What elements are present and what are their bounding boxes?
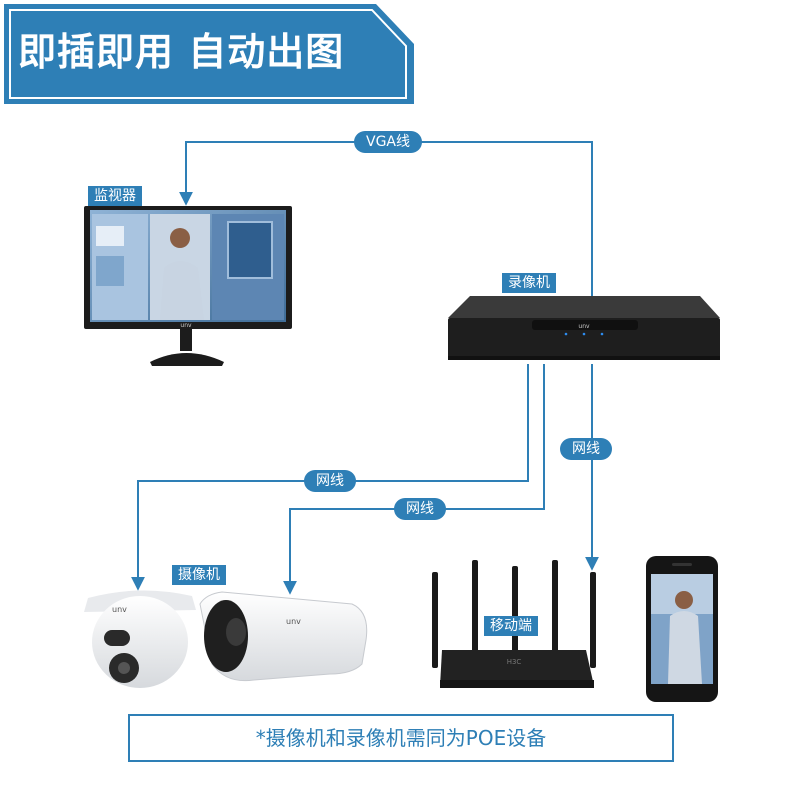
monitor: unv [84, 206, 292, 366]
svg-text:unv: unv [578, 323, 590, 330]
router: H3C [432, 560, 596, 688]
bullet-camera: unv [199, 591, 368, 682]
phone [646, 556, 718, 702]
svg-text:unv: unv [180, 322, 192, 329]
poe-footnote: *摄像机和录像机需同为POE设备 [128, 714, 674, 762]
nvr: unv [448, 296, 720, 360]
monitor-label: 监视器 [88, 186, 142, 206]
network-cable-label-dome: 网线 [304, 470, 356, 492]
page-title: 即插即用 自动出图 [18, 30, 345, 74]
dome-camera: unv [84, 590, 196, 688]
network-cable-label-router: 网线 [560, 438, 612, 460]
mobile-label: 移动端 [484, 616, 538, 636]
nvr-label: 录像机 [502, 273, 556, 293]
title-banner [4, 4, 414, 104]
camera-label: 摄像机 [172, 565, 226, 585]
network-cable-label-bullet: 网线 [394, 498, 446, 520]
vga-cable-label: VGA线 [354, 131, 423, 153]
svg-text:H3C: H3C [507, 658, 522, 666]
svg-text:unv: unv [112, 605, 127, 614]
svg-text:unv: unv [286, 617, 301, 626]
